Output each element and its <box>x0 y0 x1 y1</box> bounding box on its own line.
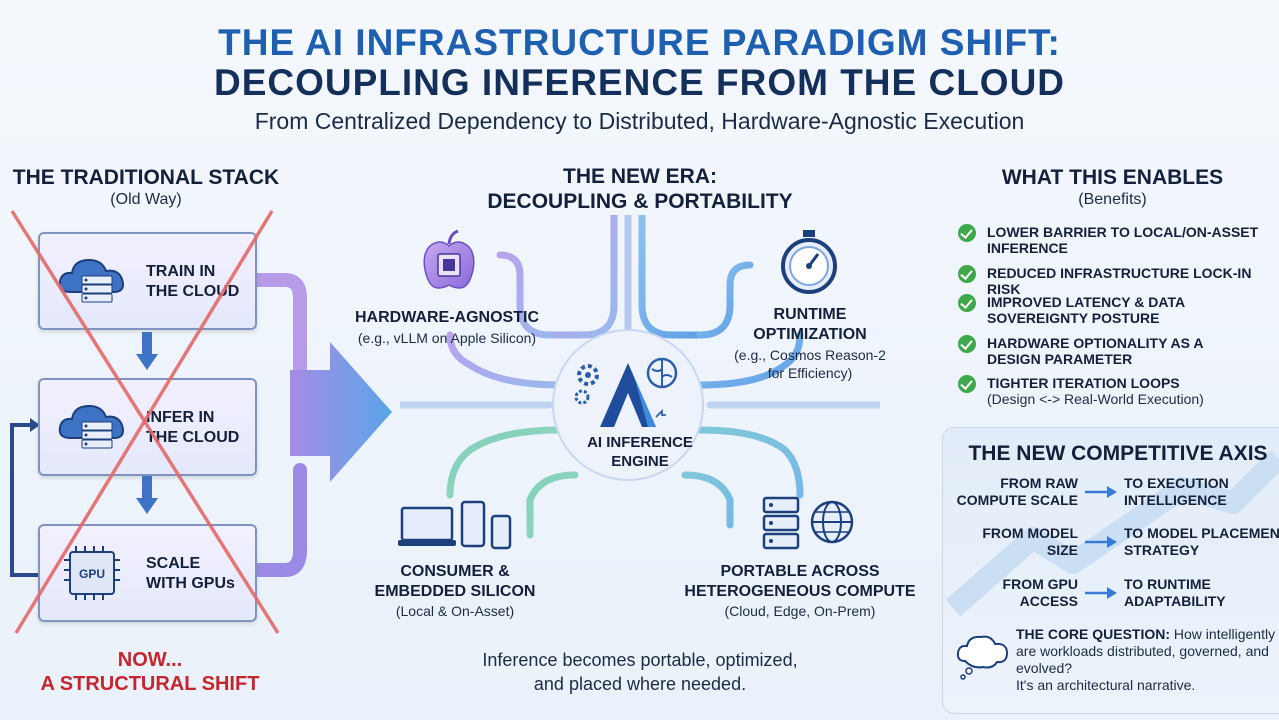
down-arrow-icon <box>136 476 158 514</box>
cloud-server-icon <box>58 404 124 449</box>
small-arrow-icon <box>655 408 666 418</box>
stack-step-label: TRAIN IN THE CLOUD <box>146 263 240 300</box>
stopwatch-icon <box>781 230 837 294</box>
shift-arrow <box>290 342 392 482</box>
stack-step-train: TRAIN IN THE CLOUD <box>38 232 257 330</box>
engine-label: AI INFERENCE ENGINE <box>587 434 693 470</box>
gears-icon <box>574 364 599 405</box>
new-era-heading: THE NEW ERA: DECOUPLING & PORTABILITY <box>487 165 793 213</box>
crossed-out-icon <box>10 210 280 634</box>
benefits-subheading: (Benefits) <box>1078 191 1147 208</box>
brain-icon <box>646 357 678 389</box>
stack-step-label: SCALE WITH GPUs <box>146 555 235 592</box>
check-icon <box>958 375 976 393</box>
bracket-bottom <box>246 463 307 577</box>
feature-hardware-agnostic-label: HARDWARE-AGNOSTIC <box>355 309 539 326</box>
page-title-line2: DECOUPLING INFERENCE FROM THE CLOUD <box>213 62 1066 103</box>
feature-consumer-silicon-label: CONSUMER & EMBEDDED SILICON <box>374 563 536 600</box>
feature-runtime-optimization-label: RUNTIME OPTIMIZATION <box>753 306 867 343</box>
stack-step-label: INFER IN THE CLOUD <box>146 409 240 446</box>
core-question: THE CORE QUESTION: How intelligently are… <box>1016 626 1276 693</box>
feature-runtime-optimization-sub: (e.g., Cosmos Reason-2 for Efficiency) <box>734 347 886 381</box>
loop-connector <box>10 423 38 577</box>
loop-arrowhead <box>30 418 40 432</box>
down-arrow-icon <box>136 332 158 370</box>
gpu-chip-text: GPU <box>79 567 105 581</box>
check-icon <box>958 224 976 242</box>
traditional-connectors <box>10 273 392 577</box>
cloud-server-icon <box>58 258 124 303</box>
competitive-axis-heading: THE NEW COMPETITIVE AXIS <box>968 442 1268 465</box>
check-icon <box>958 294 976 312</box>
right-arrow-icon <box>1085 486 1117 498</box>
feature-consumer-silicon-sub: (Local & On-Asset) <box>395 603 515 619</box>
bracket-top <box>246 273 307 377</box>
trend-arrow-icon <box>945 450 1279 617</box>
gpu-chip-icon: GPU <box>64 546 120 600</box>
right-arrow-icon <box>1085 587 1117 599</box>
apple-chip-icon <box>423 229 475 289</box>
feature-portable-compute-label: PORTABLE ACROSS HETEROGENEOUS COMPUTE <box>684 563 916 600</box>
new-era-caption: Inference becomes portable, optimized, a… <box>482 650 798 694</box>
feature-portable-compute-sub: (Cloud, Edge, On-Prem) <box>724 603 876 619</box>
feature-hardware-agnostic-sub: (e.g., vLLM on Apple Silicon) <box>357 330 537 346</box>
right-arrow-icon <box>1085 536 1117 548</box>
devices-icon <box>398 500 512 550</box>
page-subtitle: From Centralized Dependency to Distribut… <box>254 108 1025 134</box>
check-icon <box>958 335 976 353</box>
decoupling-network-diagram <box>400 215 880 645</box>
structural-shift-callout: NOW... A STRUCTURAL SHIFT <box>40 649 260 695</box>
benefits-heading: WHAT THIS ENABLES <box>1001 166 1224 189</box>
traditional-subheading: (Old Way) <box>110 191 182 208</box>
check-icon <box>958 265 976 283</box>
ai-engine-logo-icon <box>600 363 656 427</box>
page-title-line1: THE AI INFRASTRUCTURE PARADIGM SHIFT: <box>218 22 1061 63</box>
traditional-heading: THE TRADITIONAL STACK <box>12 166 280 189</box>
thought-bubble-icon <box>956 635 1009 680</box>
server-globe-icon <box>762 496 854 550</box>
